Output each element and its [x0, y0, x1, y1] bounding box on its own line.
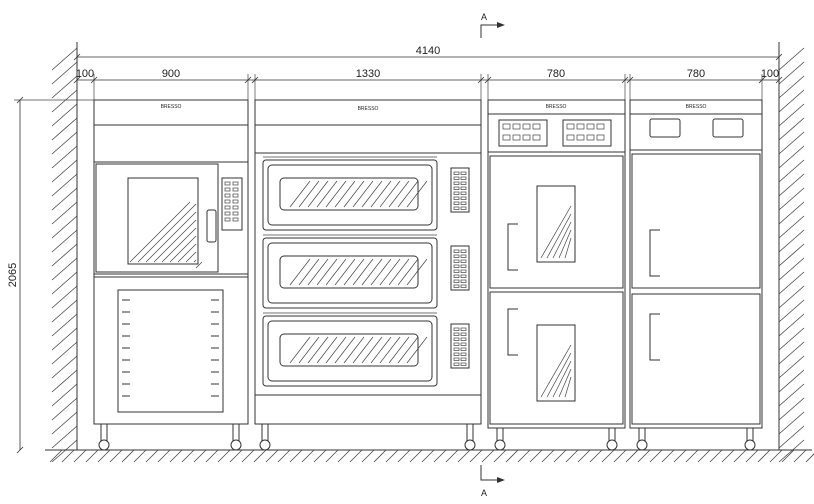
section-label-top: A — [481, 12, 487, 22]
caster-wheel — [230, 439, 242, 451]
brand-logo-unit4: BRESSO — [686, 104, 707, 110]
dimension-total-label: 4140 — [416, 45, 440, 57]
brand-logo-unit1: BRESSO — [161, 104, 182, 110]
dimension-height: 2065 — [7, 96, 94, 454]
caster-wheel — [744, 439, 756, 451]
left-wall — [51, 42, 78, 463]
caster-wheel — [464, 439, 476, 451]
brand-logo-unit2: BRESSO — [358, 106, 379, 112]
right-wall — [778, 42, 805, 463]
unit-combi-oven: BRESSO — [93, 99, 249, 451]
caster-wheel — [636, 439, 648, 451]
dimension-unit4: 780 — [687, 68, 705, 80]
caster-wheel — [606, 439, 618, 451]
oven-deck — [262, 156, 470, 231]
caster-wheel — [494, 439, 506, 451]
caster-wheel — [259, 439, 271, 451]
floor — [45, 449, 814, 463]
dimension-wall-left: 100 — [76, 68, 94, 80]
section-mark-top: A — [480, 12, 505, 38]
unit-retarder-proofer: BRESSO — [487, 99, 626, 451]
section-mark-bottom: A — [480, 465, 505, 498]
unit-deck-oven: BRESSO — [254, 99, 482, 451]
oven-deck — [262, 234, 470, 309]
dimension-wall-right: 100 — [761, 68, 779, 80]
dimension-segments: 100 900 1330 780 780 100 — [73, 68, 783, 100]
oven-deck — [262, 312, 470, 387]
section-label-bottom: A — [481, 488, 487, 498]
caster-wheel — [98, 439, 110, 451]
dimension-unit2: 1330 — [356, 68, 380, 80]
unit-refrigerator: BRESSO — [629, 99, 763, 451]
brand-logo-unit3: BRESSO — [546, 104, 567, 110]
dimension-total: 4140 — [73, 45, 783, 61]
dimension-unit3: 780 — [547, 68, 565, 80]
dimension-unit1: 900 — [162, 68, 180, 80]
dimension-height-label: 2065 — [7, 263, 19, 287]
